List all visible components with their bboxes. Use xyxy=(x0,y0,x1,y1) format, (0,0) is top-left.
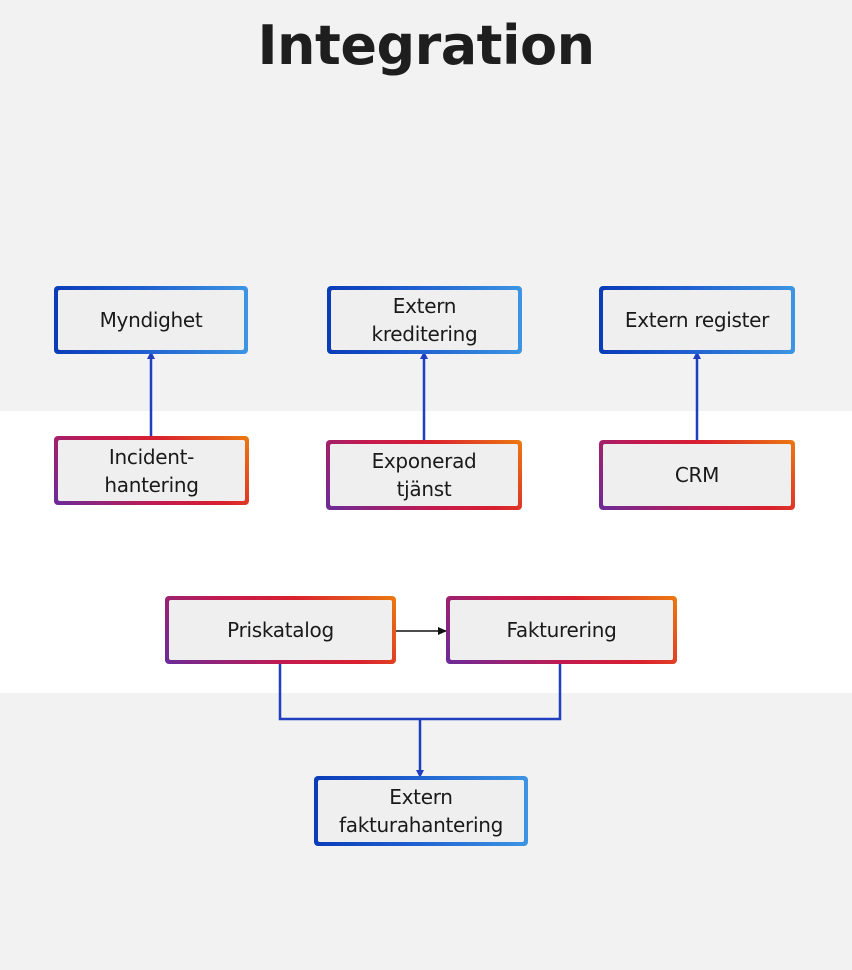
node-extern-fakturahantering: Extern fakturahantering xyxy=(314,776,528,846)
node-priskatalog-label: Priskatalog xyxy=(169,600,392,660)
connector-fakturering-down xyxy=(420,664,562,721)
node-crm-label: CRM xyxy=(603,444,791,506)
node-myndighet: Myndighet xyxy=(54,286,248,354)
connector-priskatalog-down xyxy=(278,664,420,721)
node-fakturering: Fakturering xyxy=(446,596,677,664)
node-fakturering-label: Fakturering xyxy=(450,600,673,660)
node-extern-kreditering: Extern kreditering xyxy=(327,286,522,354)
node-extern-register: Extern register xyxy=(599,286,795,354)
node-extern-kreditering-label: Extern kreditering xyxy=(331,290,518,350)
node-incidenthantering-label: Incident- hantering xyxy=(58,440,245,501)
node-myndighet-label: Myndighet xyxy=(58,290,244,350)
node-incidenthantering: Incident- hantering xyxy=(54,436,249,505)
diagram-title: Integration xyxy=(257,14,595,77)
node-crm: CRM xyxy=(599,440,795,510)
node-exponerad-tjanst: Exponerad tjänst xyxy=(326,440,522,510)
node-extern-fakturahantering-label: Extern fakturahantering xyxy=(318,780,524,842)
node-extern-register-label: Extern register xyxy=(603,290,791,350)
node-priskatalog: Priskatalog xyxy=(165,596,396,664)
node-exponerad-tjanst-label: Exponerad tjänst xyxy=(330,444,518,506)
